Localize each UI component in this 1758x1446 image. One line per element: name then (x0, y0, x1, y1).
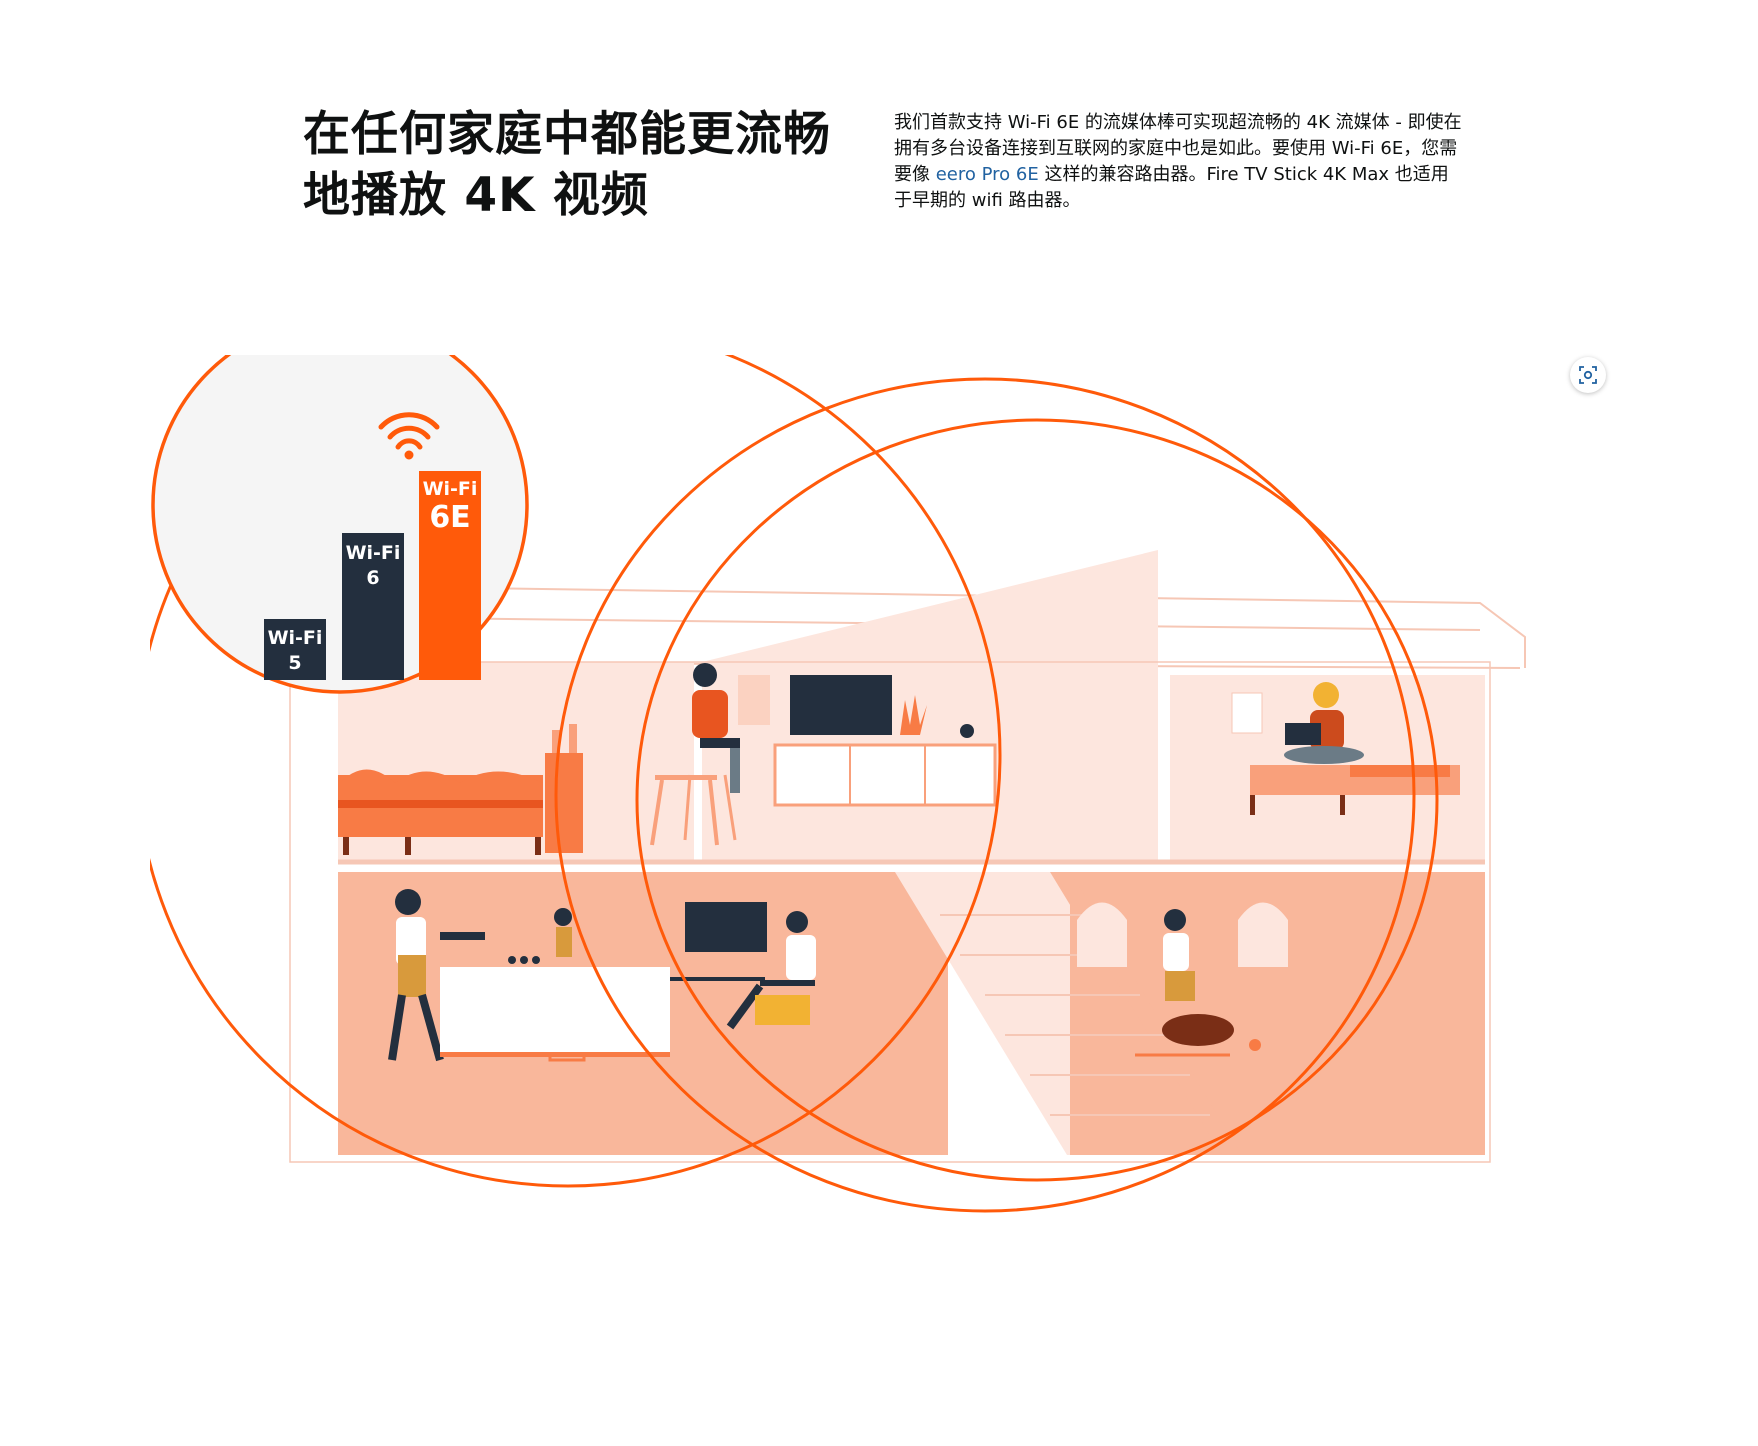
page-headline: 在任何家庭中都能更流畅 地播放 4K 视频 (303, 104, 863, 226)
tv-console (773, 743, 997, 807)
headline-line-1: 在任何家庭中都能更流畅 (303, 107, 831, 162)
description-text-before: 我们首款支持 Wi-Fi 6E 的流媒体棒可实现超流畅的 4K 流媒体 - 即使… (894, 112, 1462, 185)
dining-room-tv (685, 902, 767, 952)
arched-window-right (1238, 902, 1288, 967)
wifi-signal-icon (378, 412, 440, 460)
dining-table (670, 977, 765, 981)
wifi-5-label-line2: 5 (288, 652, 301, 674)
living-room-tv (790, 675, 892, 735)
arched-window-left (1077, 902, 1127, 967)
wifi-5-label-line1: Wi-Fi (268, 627, 323, 649)
wifi-6e-bar (419, 471, 481, 680)
kitchen-counter (440, 967, 670, 1052)
wifi-6-label-line1: Wi-Fi (346, 542, 401, 564)
zoom-expand-icon (1579, 366, 1597, 384)
wifi-6e-label-line1: Wi-Fi (423, 478, 478, 500)
wifi-6-label-line2: 6 (366, 567, 379, 589)
person-at-desk (650, 663, 740, 846)
person-dining (726, 911, 816, 1030)
zoom-button[interactable] (1570, 357, 1606, 393)
wifi-coverage-circles (150, 355, 1439, 1213)
person-cooking (388, 889, 485, 1062)
house-wifi-illustration: Wi-Fi 5 Wi-Fi 6 Wi-Fi 6E (150, 355, 1526, 1213)
house-plant (900, 695, 927, 735)
dresser (545, 753, 583, 853)
bed (338, 769, 543, 855)
guitar-poster (1231, 692, 1263, 734)
living-room (702, 550, 1158, 862)
headline-line-2: 地播放 4K 视频 (303, 168, 649, 223)
eero-pro-6e-link[interactable]: eero Pro 6E (935, 164, 1039, 185)
person-with-laptop (1284, 682, 1364, 764)
wifi-6e-label-line2: 6E (429, 500, 470, 535)
wifi-6-bar (342, 533, 404, 680)
description-text-after: 这样的兼容路由器。Fire TV Stick 4K Max 也适用于早期的 wi… (894, 164, 1449, 211)
description-paragraph: 我们首款支持 Wi-Fi 6E 的流媒体棒可实现超流畅的 4K 流媒体 - 即使… (894, 110, 1464, 214)
wifi-5-bar (264, 619, 326, 680)
person-on-exercise-bike (1135, 909, 1234, 1057)
smart-speaker (960, 724, 974, 738)
wifi-comparison-badge: Wi-Fi 5 Wi-Fi 6 Wi-Fi 6E (151, 355, 529, 694)
dumbbell (1249, 1039, 1261, 1051)
corkboard (738, 675, 770, 725)
